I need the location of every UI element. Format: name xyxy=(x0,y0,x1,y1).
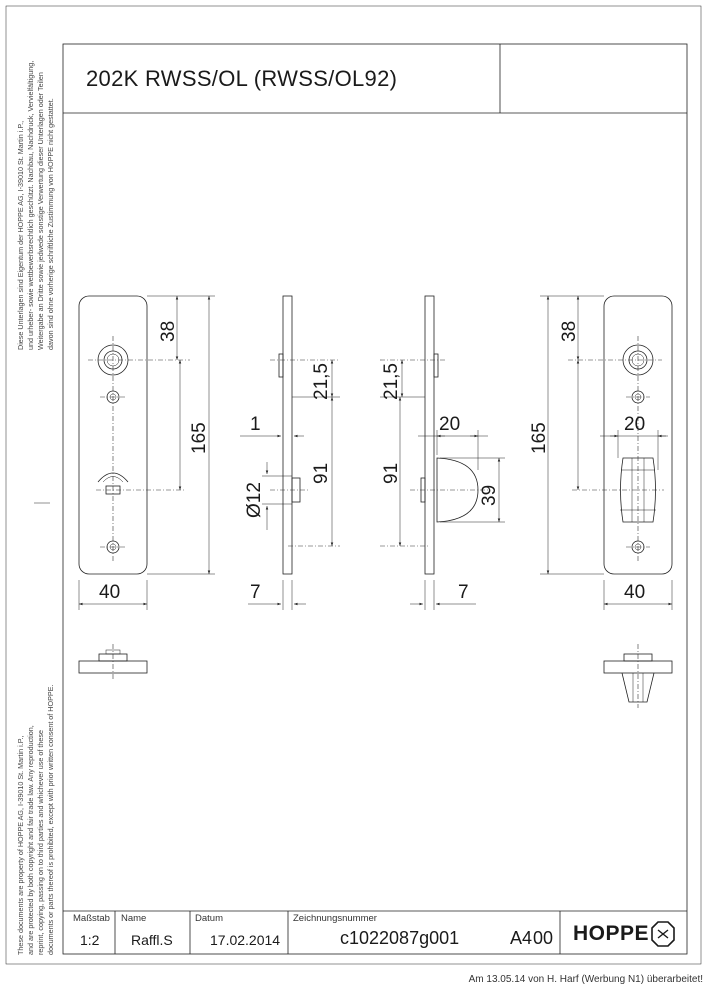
scale-label: Maßstab xyxy=(73,913,110,924)
date-value: 17.02.2014 xyxy=(210,932,281,948)
date-label: Datum xyxy=(195,913,223,924)
revision-index: 00 xyxy=(533,928,554,948)
legal-en-line-1: These documents are property of HOPPE AG… xyxy=(16,735,25,955)
dim-side2-knob-w: 20 xyxy=(439,414,460,435)
dim-side2-depth: 7 xyxy=(458,582,469,603)
left-top-view xyxy=(78,644,148,680)
dim-side2-offset: 21,5 xyxy=(381,363,402,400)
drawing-title: 202K RWSS/OL (RWSS/OL92) xyxy=(86,66,398,91)
dim-side1-depth: 7 xyxy=(250,582,261,603)
right-top-view xyxy=(603,644,673,708)
dim-side1-dia: Ø12 xyxy=(244,482,265,518)
legal-de-line-2: und urheber- sowie wettbewerbsrechtlich … xyxy=(26,60,35,350)
dim-right-height: 165 xyxy=(529,422,550,454)
dim-left-width: 40 xyxy=(99,582,120,603)
dim-right-top: 38 xyxy=(559,321,580,342)
hoppe-logo-icon xyxy=(651,921,675,947)
brand-name: HOPPE xyxy=(573,922,650,945)
name-value: Raffl.S xyxy=(131,932,173,948)
left-front-view xyxy=(78,295,215,610)
revision-note: Am 13.05.14 von H. Harf (Werbung N1) übe… xyxy=(468,974,703,985)
dim-side2-knob-h: 39 xyxy=(479,485,500,506)
dim-side1-thick: 1 xyxy=(250,414,261,435)
scale-value: 1:2 xyxy=(80,932,100,948)
dim-side1-offset: 21,5 xyxy=(311,363,332,400)
legal-de-line-3: Weitergabe an Dritte sowie jedwede sonst… xyxy=(36,72,45,350)
dim-right-width: 40 xyxy=(624,582,645,603)
legal-en-line-2: and are protected by both copyright and … xyxy=(26,725,35,955)
paper-format: A4 xyxy=(510,928,533,948)
name-label: Name xyxy=(121,913,147,924)
drawing-number-label: Zeichnungsnummer xyxy=(293,913,377,924)
title-block-lines xyxy=(63,910,687,954)
legal-en-line-3: reprint, copying, passing on to third pa… xyxy=(36,730,45,955)
right-front-view xyxy=(540,295,673,610)
drawing-number-value: c1022087g001 xyxy=(340,928,460,948)
side-view-1 xyxy=(240,295,340,610)
legal-en-line-4: documents or parts thereof is prohibited… xyxy=(46,684,55,955)
drawing-frame xyxy=(62,43,688,955)
outer-border xyxy=(5,5,702,965)
side-view-2 xyxy=(380,295,505,610)
legal-de-line-4: davon sind ohne vorherige schriftliche Z… xyxy=(46,98,55,350)
legal-de-line-1: Diese Unterlagen sind Eigentum der HOPPE… xyxy=(16,120,25,350)
dim-left-top: 38 xyxy=(158,321,179,342)
dim-left-height: 165 xyxy=(189,422,210,454)
dim-side2-dist: 91 xyxy=(381,463,402,484)
dim-right-knob-w: 20 xyxy=(624,414,645,435)
dim-side1-dist: 91 xyxy=(311,463,332,484)
